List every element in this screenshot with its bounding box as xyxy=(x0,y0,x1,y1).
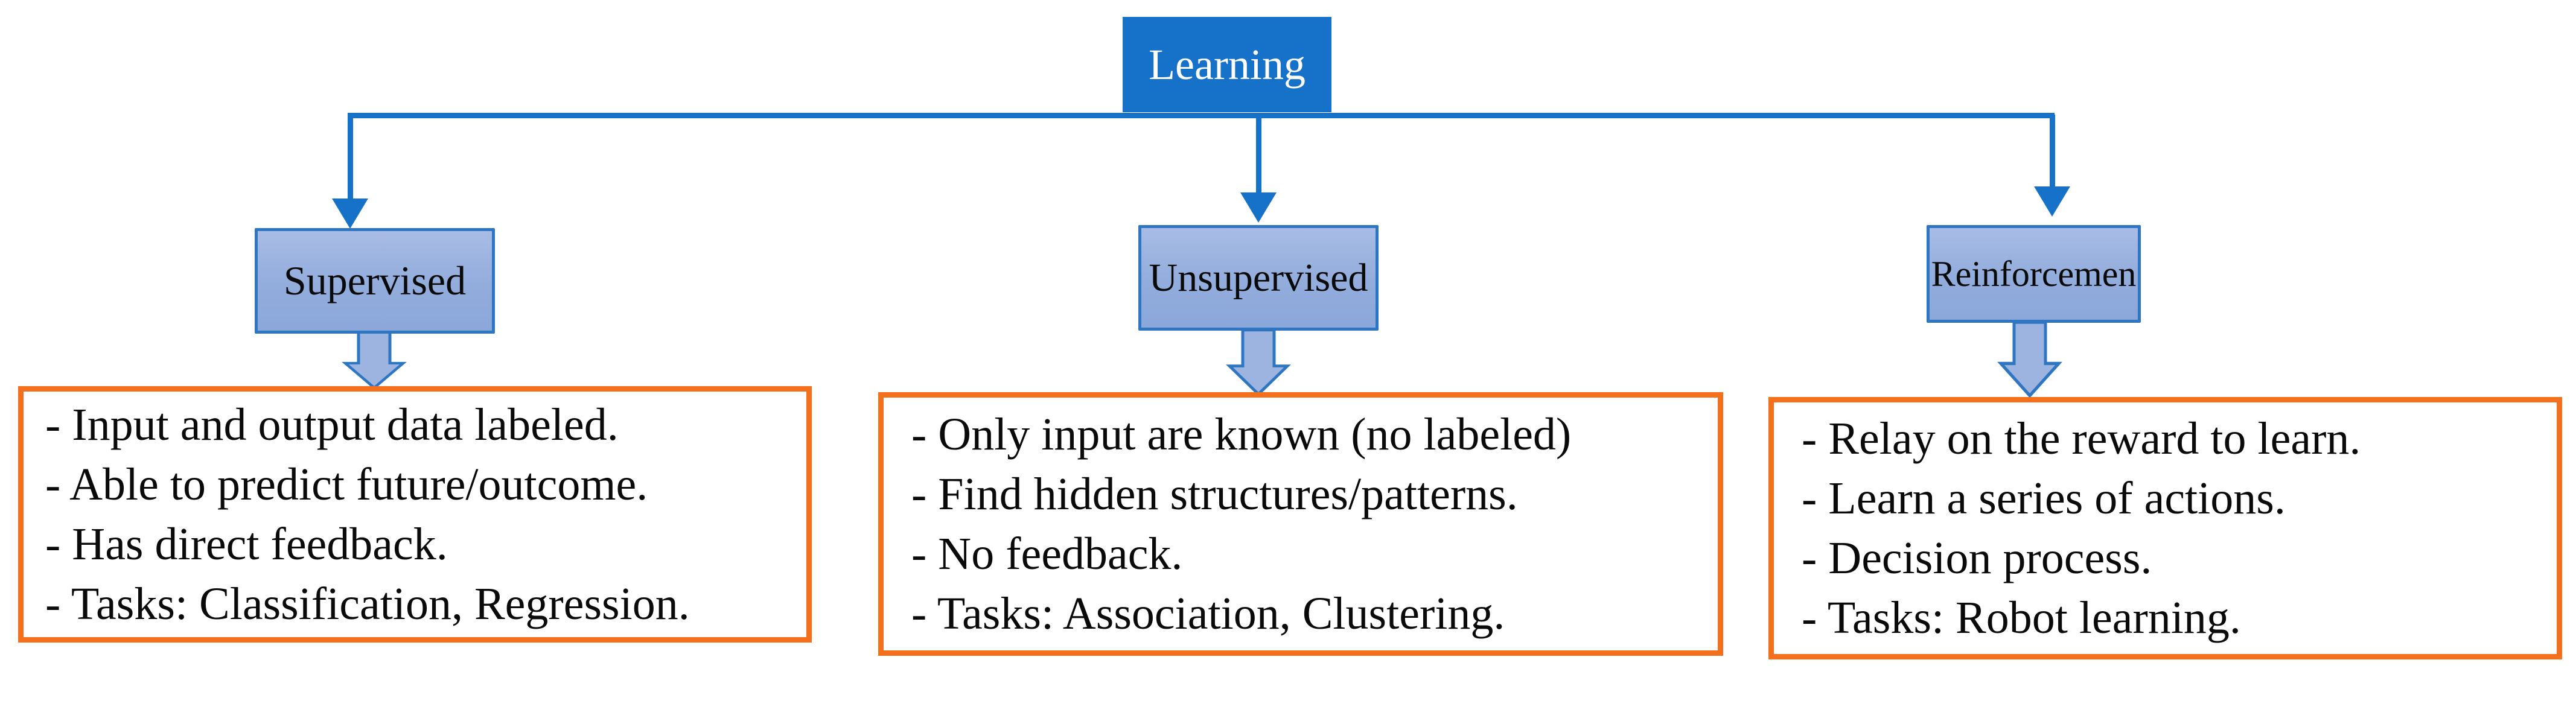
branch-label: Reinforcemen xyxy=(1931,253,2137,294)
detail-box-reinforcement: - Relay on the reward to learn. - Learn … xyxy=(1768,397,2562,659)
connector-horizontal-line xyxy=(348,113,2055,118)
detail-line: - Able to predict future/outcome. xyxy=(45,459,648,510)
connector-shaft-supervised xyxy=(348,115,353,200)
detail-line: - Tasks: Classification, Regression. xyxy=(45,578,690,629)
detail-line: - No feedback. xyxy=(911,528,1183,579)
branch-box-reinforcement: Reinforcemen xyxy=(1927,225,2141,323)
root-node-label: Learning xyxy=(1149,40,1306,89)
detail-line: - Learn a series of actions. xyxy=(1802,472,2286,524)
detail-line: - Only input are known (no labeled) xyxy=(911,408,1572,460)
branch-label: Unsupervised xyxy=(1149,255,1368,300)
detail-box-supervised: - Input and output data labeled. - Able … xyxy=(18,386,812,643)
block-down-arrow-icon xyxy=(1219,329,1298,396)
branch-box-unsupervised: Unsupervised xyxy=(1138,225,1379,331)
detail-line: - Tasks: Association, Clustering. xyxy=(911,588,1505,639)
block-down-arrow-icon xyxy=(1991,321,2069,398)
detail-line: - Relay on the reward to learn. xyxy=(1802,413,2361,464)
connector-shaft-unsupervised xyxy=(1256,115,1261,194)
detail-line: - Tasks: Robot learning. xyxy=(1802,592,2241,643)
root-node-learning: Learning xyxy=(1123,17,1331,112)
branch-box-supervised: Supervised xyxy=(255,228,495,334)
arrowhead-icon xyxy=(332,198,368,229)
arrowhead-icon xyxy=(2034,186,2070,217)
detail-line: - Find hidden structures/patterns. xyxy=(911,468,1518,519)
detail-line: - Input and output data labeled. xyxy=(45,399,619,450)
arrowhead-icon xyxy=(1240,192,1277,223)
detail-line: - Has direct feedback. xyxy=(45,518,448,570)
connector-shaft-reinforcement xyxy=(2050,115,2055,188)
block-down-arrow-icon xyxy=(335,331,413,390)
detail-line: - Decision process. xyxy=(1802,532,2152,583)
branch-label: Supervised xyxy=(283,258,467,303)
detail-box-unsupervised: - Only input are known (no labeled) - Fi… xyxy=(878,392,1723,656)
